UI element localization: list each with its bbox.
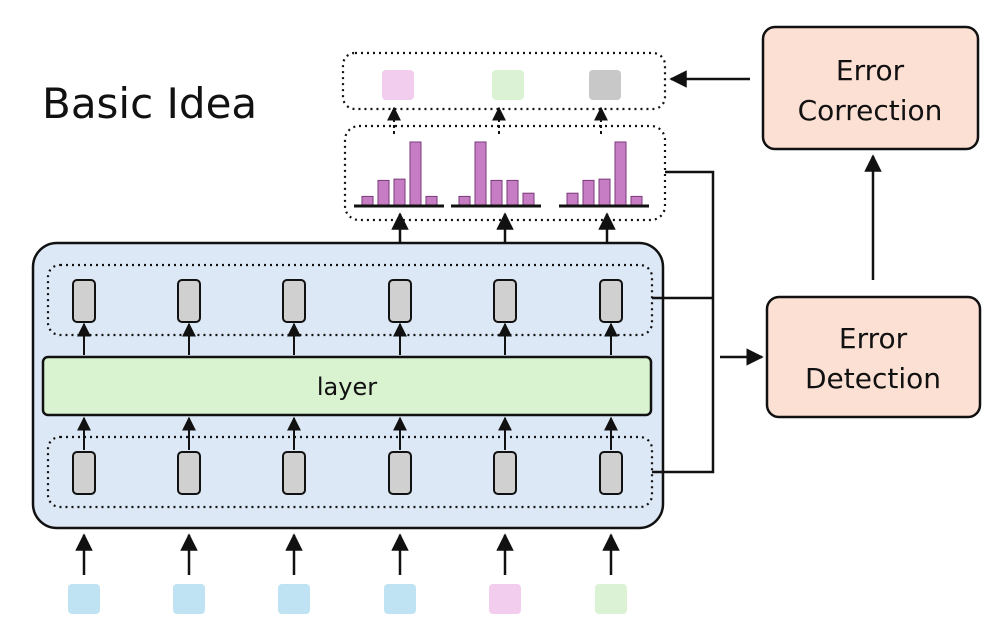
input-token xyxy=(489,584,521,614)
probability-bar xyxy=(409,141,422,207)
error-correction-line1: Error xyxy=(836,54,905,87)
diagram-title: Basic Idea xyxy=(42,79,257,128)
distribution-panel xyxy=(343,124,667,222)
input-token xyxy=(384,584,416,614)
error-detection-box xyxy=(765,295,982,419)
output-token xyxy=(589,70,621,100)
connector-lines xyxy=(652,70,882,474)
upper-hidden-states-group xyxy=(46,263,654,337)
probability-bar xyxy=(490,179,503,207)
error-correction-box xyxy=(761,25,980,151)
probability-distribution xyxy=(559,106,649,208)
input-token xyxy=(173,584,205,614)
probability-bar xyxy=(598,178,611,207)
error-detection-line1: Error xyxy=(839,322,908,355)
upper-hidden-state xyxy=(177,279,201,323)
probability-bar xyxy=(614,141,627,207)
lower-hidden-state xyxy=(177,451,201,495)
probability-distribution xyxy=(451,106,541,208)
input-token xyxy=(278,584,310,614)
probability-bar xyxy=(506,179,519,207)
probability-distribution xyxy=(354,106,444,208)
layer-label: layer xyxy=(317,373,377,401)
input-token xyxy=(68,584,100,614)
output-token xyxy=(382,70,414,100)
lower-hidden-state xyxy=(282,451,306,495)
lower-hidden-state xyxy=(388,451,412,495)
probability-bar xyxy=(474,141,487,207)
upper-hidden-state xyxy=(493,279,517,323)
lower-hidden-states-group xyxy=(46,435,654,509)
error-correction-line2: Correction xyxy=(798,94,943,127)
output-token xyxy=(492,70,524,100)
upper-hidden-state xyxy=(599,279,623,323)
upper-hidden-state xyxy=(72,279,96,323)
upper-hidden-state xyxy=(388,279,412,323)
lower-hidden-state xyxy=(72,451,96,495)
lower-hidden-state xyxy=(599,451,623,495)
input-token xyxy=(595,584,627,614)
error-detection-line2: Detection xyxy=(805,362,941,395)
probability-bar xyxy=(393,178,406,207)
probability-bar xyxy=(566,192,579,207)
probability-bar xyxy=(377,179,390,207)
upper-hidden-state xyxy=(282,279,306,323)
lower-hidden-state xyxy=(493,451,517,495)
probability-bar xyxy=(522,192,535,207)
layer-block xyxy=(41,355,653,417)
probability-bar xyxy=(582,179,595,207)
distribution-to-detection-line xyxy=(652,170,715,474)
output-token-panel xyxy=(341,51,667,111)
